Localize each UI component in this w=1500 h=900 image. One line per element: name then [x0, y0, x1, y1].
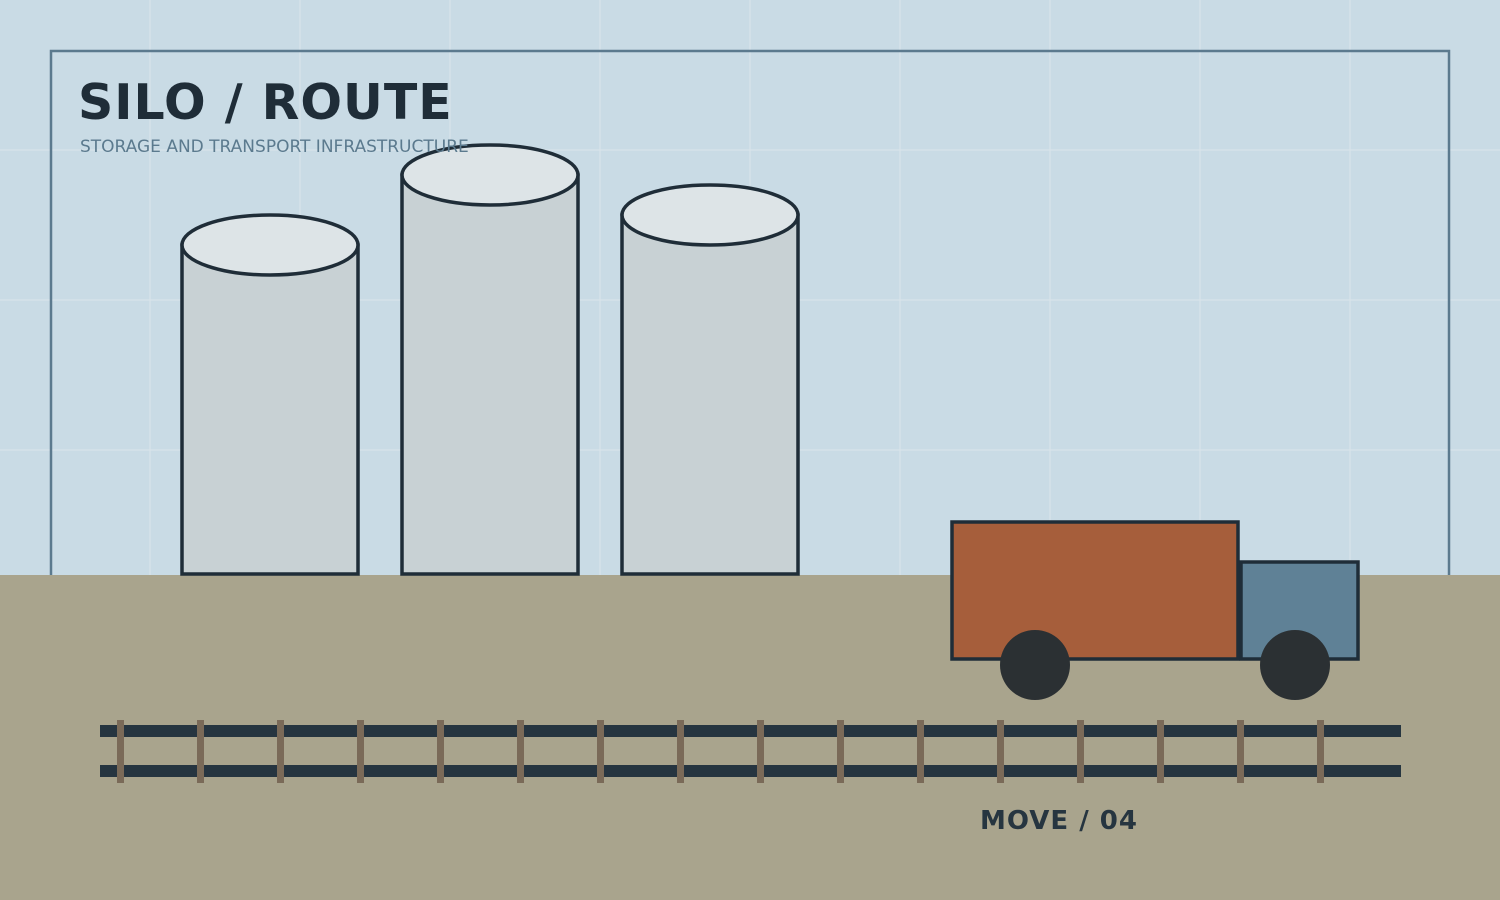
rail-upper	[100, 725, 1401, 737]
page-title: SILO / ROUTE	[78, 74, 453, 131]
rail-tie	[757, 720, 764, 783]
rail-tie	[517, 720, 524, 783]
rail-track[interactable]	[100, 720, 1401, 783]
truck[interactable]	[950, 520, 1360, 700]
page-subtitle: STORAGE AND TRANSPORT INFRASTRUCTURE	[80, 137, 469, 157]
rail-tie	[117, 720, 124, 783]
truck-cargo	[950, 520, 1240, 661]
rail-tie	[1157, 720, 1164, 783]
silo-1[interactable]	[180, 213, 360, 576]
rail-tie	[197, 720, 204, 783]
rail-ties	[117, 720, 1324, 783]
rail-tie	[357, 720, 364, 783]
rail-tie	[1237, 720, 1244, 783]
truck-wheel-front	[1260, 630, 1330, 700]
rail-tie	[277, 720, 284, 783]
rail-tie	[997, 720, 1004, 783]
rail-tie	[677, 720, 684, 783]
move-counter: MOVE / 04	[980, 806, 1138, 836]
truck-wheel-rear	[1000, 630, 1070, 700]
silo-2[interactable]	[400, 143, 580, 576]
rail-lower	[100, 765, 1401, 777]
rail-tie	[1077, 720, 1084, 783]
silo-3[interactable]	[620, 183, 800, 576]
rail-tie	[1317, 720, 1324, 783]
rail-tie	[597, 720, 604, 783]
rail-tie	[917, 720, 924, 783]
rail-tie	[437, 720, 444, 783]
rail-tie	[837, 720, 844, 783]
